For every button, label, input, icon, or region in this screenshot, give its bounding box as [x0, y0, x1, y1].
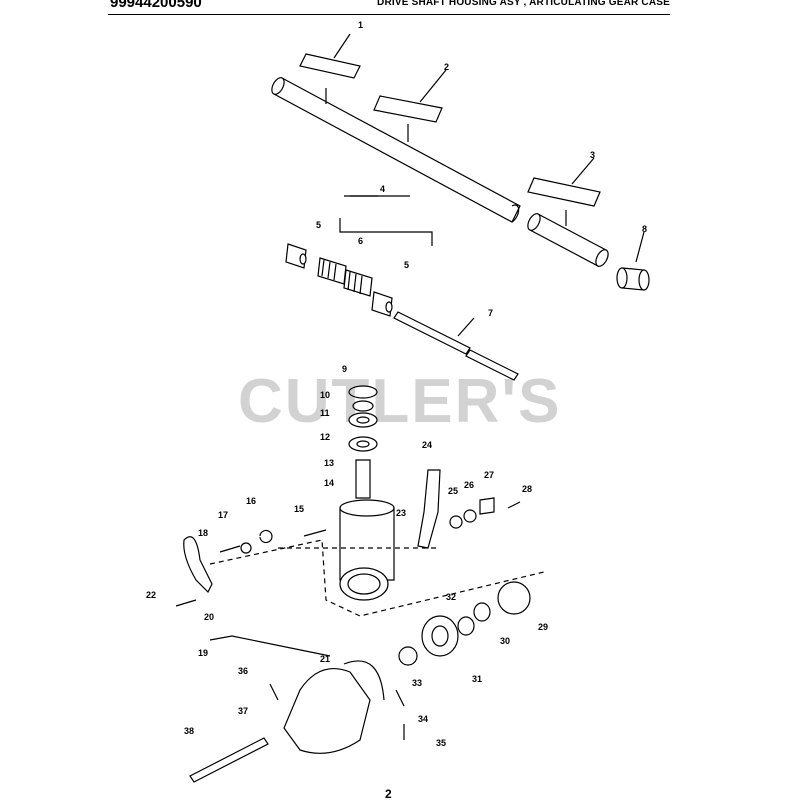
callout-31: 31 — [472, 674, 482, 684]
callout-9: 9 — [342, 364, 347, 374]
callout-33: 33 — [412, 678, 422, 688]
callout-16: 16 — [246, 496, 256, 506]
bearing-12 — [348, 436, 378, 452]
callout-6: 6 — [358, 236, 363, 246]
callout-3: 3 — [590, 150, 595, 160]
callout-7: 7 — [488, 308, 493, 318]
callout-2: 2 — [444, 62, 449, 72]
callout-15: 15 — [294, 504, 304, 514]
callout-14: 14 — [324, 478, 334, 488]
callout-17: 17 — [218, 510, 228, 520]
gear-case-21 — [283, 660, 385, 754]
callout-10: 10 — [320, 390, 330, 400]
washer-26 — [463, 509, 477, 523]
callout-20: 20 — [204, 612, 214, 622]
washer-25 — [449, 515, 463, 529]
spring-16 — [259, 529, 273, 544]
callout-21: 21 — [320, 654, 330, 664]
part-number: 99944200590 — [110, 0, 202, 11]
callout-24: 24 — [422, 440, 432, 450]
callout-8: 8 — [642, 224, 647, 234]
nut-27 — [479, 497, 495, 515]
callout-29: 29 — [538, 622, 548, 632]
bushing-5-right — [371, 291, 393, 317]
washer-17 — [240, 542, 252, 554]
drive-cable-7 — [393, 311, 519, 381]
screw-34 — [395, 689, 405, 707]
pin-28 — [507, 501, 521, 509]
drive-shaft-tube-upper — [271, 77, 521, 223]
callout-26: 26 — [464, 480, 474, 490]
callout-5a: 5 — [316, 220, 321, 230]
callout-19: 19 — [198, 648, 208, 658]
callout-11: 11 — [320, 408, 330, 418]
callout-34: 34 — [418, 714, 428, 724]
decal-1 — [299, 53, 361, 79]
callout-37: 37 — [238, 706, 248, 716]
lever-20 — [183, 536, 213, 594]
bearing-11 — [348, 412, 378, 428]
shaft-13 — [355, 459, 371, 499]
decal-2 — [373, 95, 443, 123]
bolt-18 — [219, 545, 241, 553]
callout-5b: 5 — [404, 260, 409, 270]
snap-ring-9 — [348, 385, 378, 399]
callout-22: 22 — [146, 590, 156, 600]
lever-24 — [417, 469, 441, 549]
bushing-5-left — [285, 243, 307, 269]
page-title: DRIVE SHAFT HOUSING ASY , ARTICULATING G… — [377, 0, 670, 8]
bolt-15 — [303, 529, 327, 537]
callout-27: 27 — [484, 470, 494, 480]
callout-23: 23 — [396, 508, 406, 518]
callout-30: 30 — [500, 636, 510, 646]
o-ring-29 — [497, 581, 531, 615]
end-cap-8 — [616, 267, 650, 291]
callout-1: 1 — [358, 20, 363, 30]
callout-32: 32 — [446, 592, 456, 602]
callout-36: 36 — [238, 666, 248, 676]
callout-12: 12 — [320, 432, 330, 442]
header-rule — [108, 14, 670, 15]
callout-38: 38 — [184, 726, 194, 736]
ring-10 — [352, 400, 374, 412]
bolt-22 — [175, 599, 197, 607]
callout-4: 4 — [380, 184, 385, 194]
callout-18: 18 — [198, 528, 208, 538]
screw-36 — [269, 683, 279, 701]
callout-25: 25 — [448, 486, 458, 496]
shaft-38 — [189, 737, 269, 783]
callout-13: 13 — [324, 458, 334, 468]
page-number: 2 — [385, 787, 392, 801]
washer-30 — [473, 602, 491, 622]
callout-28: 28 — [522, 484, 532, 494]
bearing-31 — [457, 616, 475, 636]
bevel-gear-32 — [421, 615, 459, 657]
callout-35: 35 — [436, 738, 446, 748]
decal-3 — [527, 177, 601, 207]
housing-14 — [339, 499, 395, 601]
liner-6 — [317, 257, 373, 297]
drive-shaft-tube-lower — [527, 213, 609, 267]
bearing-33 — [398, 646, 418, 666]
